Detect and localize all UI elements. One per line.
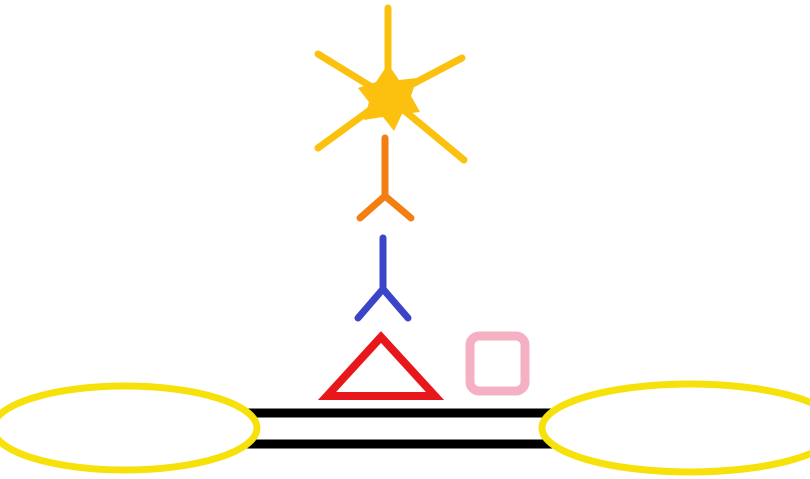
pink-square [470,336,525,391]
orange-antibody [360,138,411,218]
red-triangle [327,337,435,396]
star-label [318,8,464,160]
left-oval [0,386,257,470]
membrane-bar [240,413,560,444]
blue-antibody [358,238,408,318]
right-oval [542,384,810,472]
